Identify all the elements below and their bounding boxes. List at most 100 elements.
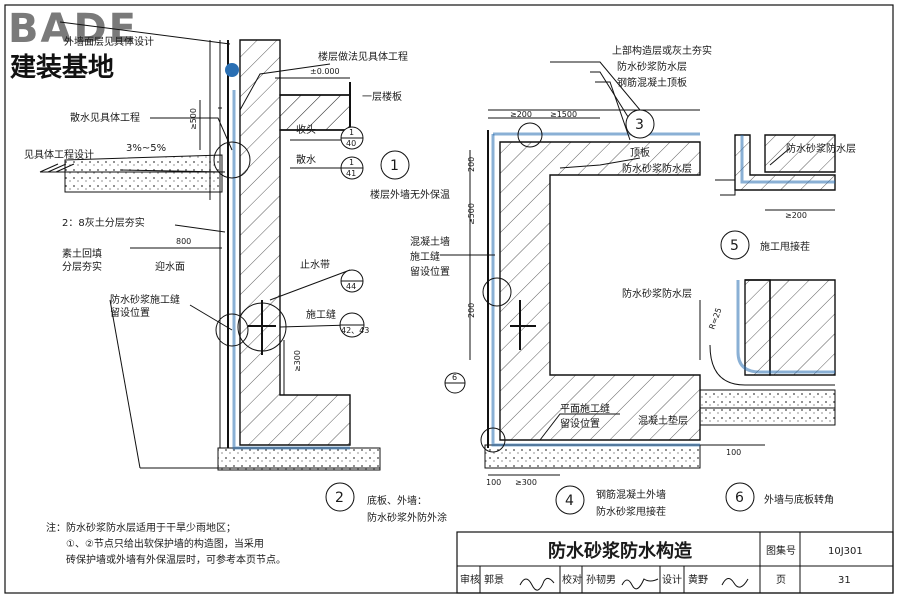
sheet-border: [4, 4, 894, 594]
svg-text:44: 44: [346, 282, 356, 291]
notes: 注：防水砂浆防水层适用于干旱少雨地区； ①、②节点只给出软保护墙的构造图，当采用…: [46, 521, 286, 566]
label-joint-a: 防水砂浆施工缝: [110, 293, 180, 306]
detail-4-caption-2: 防水砂浆甩接茬: [596, 505, 666, 518]
signature-checker: [621, 578, 659, 590]
drawing-title: 防水砂浆防水构造: [548, 540, 692, 562]
designer: 黄野: [688, 573, 708, 586]
atlas-number: 10J301: [828, 546, 863, 557]
label-floor: 楼层做法见具体工程: [318, 50, 408, 63]
detail-2-marker: 2: [325, 482, 355, 512]
checker: 孙韧男: [586, 573, 616, 586]
label-water-face: 迎水面: [155, 261, 185, 273]
detail-1-marker: 1: [380, 150, 410, 180]
note-2: ①、②节点只给出软保护墙的构造图，当采用: [66, 537, 264, 550]
detail-5-caption: 施工甩接茬: [760, 240, 810, 253]
label-d3-wall-1: 混凝土墙: [410, 235, 450, 248]
ref-41: 1 41: [340, 156, 364, 180]
detail-6-marker: 6: [725, 482, 755, 512]
atlas-label: 图集号: [766, 544, 796, 557]
detail-2-caption-1: 底板、外墙：: [367, 494, 427, 507]
dim-d3-v200a: 200: [467, 157, 476, 172]
detail-2-caption-2: 防水砂浆外防外涂: [367, 511, 447, 524]
note-3: 砖保护墙或外墙有外保温层时，可参考本页节点。: [66, 553, 286, 566]
dim-d3-v200b: 200: [467, 303, 476, 318]
dim-d3-100: 100: [486, 478, 501, 487]
svg-text:42、43: 42、43: [341, 326, 369, 335]
detail-6-caption: 外墙与底板转角: [764, 493, 834, 506]
signature-reviewer: [519, 577, 555, 591]
review-label: 审核: [460, 573, 480, 586]
label-d6-layer: 防水砂浆防水层: [622, 287, 692, 300]
label-d3-upper: 上部构造层或灰土夯实: [612, 44, 712, 57]
label-outer-wall: 外墙面层见具体设计: [64, 35, 154, 48]
dim-d5-200: ≥200: [785, 211, 807, 220]
signature-designer: [721, 578, 749, 588]
ref-6: 6: [444, 372, 466, 394]
page-number: 31: [838, 575, 851, 586]
detail-1-caption: 楼层外墙无外保温: [370, 188, 450, 201]
label-d3-pj-2: 留设位置: [560, 417, 600, 430]
label-d3-pj-1: 平面施工缝: [560, 402, 610, 415]
label-see-design: 见具体工程设计: [24, 148, 94, 161]
svg-text:5: 5: [730, 238, 739, 254]
label-d3-wall-3: 留设位置: [410, 265, 450, 278]
label-backfill-1: 素土回填: [62, 247, 102, 260]
svg-text:40: 40: [346, 139, 356, 148]
label-d3-roofslab: 钢筋混凝土顶板: [617, 76, 687, 89]
dim-d3-300: ≥300: [515, 478, 537, 487]
label-apron-ref: 散水见具体工程: [70, 111, 140, 124]
page-label: 页: [776, 574, 786, 586]
svg-text:6: 6: [452, 373, 457, 382]
ref-44: 44: [340, 269, 364, 293]
detail-4-marker: 4: [555, 485, 585, 515]
label-lime-soil: 2：8灰土分层夯实: [62, 216, 145, 229]
svg-text:2: 2: [335, 490, 344, 506]
ref-40: 1 40: [340, 126, 364, 150]
ref-42-43: 42、43: [339, 312, 369, 338]
label-apron: 散水: [296, 153, 316, 166]
svg-text:6: 6: [735, 490, 744, 506]
detail-6: 防水砂浆防水层 R=25 混凝土垫层 100 6 外墙与底板转角: [622, 279, 836, 512]
label-d6-cushion: 混凝土垫层: [638, 414, 688, 427]
label-elevation: ±0.000: [310, 67, 340, 76]
reviewer: 郭景: [484, 573, 504, 586]
detail-3-marker: 3: [625, 109, 655, 139]
design-label: 设计: [662, 573, 682, 586]
label-d3-wall-2: 施工缝: [410, 250, 440, 263]
label-backfill-2: 分层夯实: [62, 260, 102, 273]
dim-d6-100: 100: [726, 448, 741, 457]
svg-text:1: 1: [349, 128, 354, 137]
dim-d3-1500: ≥1500: [550, 110, 577, 119]
label-d3-roof: 顶板: [630, 146, 650, 159]
svg-text:1: 1: [390, 158, 399, 174]
label-cjoint: 施工缝: [306, 308, 336, 321]
label-d5-layer: 防水砂浆防水层: [786, 142, 856, 155]
detail-4-caption-1: 钢筋混凝土外墙: [596, 488, 666, 501]
label-joint-b: 留设位置: [110, 306, 150, 319]
dim-d3-v500: ≥500: [467, 203, 476, 225]
svg-text:41: 41: [346, 169, 356, 178]
detail-5: 防水砂浆防水层 ≥200 5 施工甩接茬: [715, 134, 856, 260]
label-floor-slab: 一层楼板: [362, 90, 402, 103]
detail-3-4: 上部构造层或灰土夯实 防水砂浆防水层 钢筋混凝土顶板 ≥200 ≥1500 顶板…: [410, 44, 712, 518]
label-waterstop: 止水带: [300, 259, 330, 271]
dim-500: ≥500: [189, 108, 198, 130]
label-edge: 收头: [296, 123, 316, 136]
svg-text:1: 1: [349, 158, 354, 167]
label-d6-radius: R=25: [707, 307, 723, 331]
svg-text:4: 4: [565, 493, 574, 509]
dim-d3-200: ≥200: [510, 110, 532, 119]
label-d3-layer: 防水砂浆防水层: [617, 60, 687, 73]
detail-5-marker: 5: [720, 230, 750, 260]
svg-text:3: 3: [635, 117, 644, 133]
label-slope: 3%~5%: [126, 143, 166, 154]
check-label: 校对: [562, 573, 582, 586]
detail-1-2: 外墙面层见具体设计 楼层做法见具体工程 ±0.000 一层楼板 散水见具体工程 …: [24, 21, 450, 524]
note-1: 注：防水砂浆防水层适用于干旱少雨地区；: [46, 521, 236, 534]
dim-800: 800: [176, 237, 191, 246]
title-block: 防水砂浆防水构造 图集号 10J301 审核 郭景 校对 孙韧男 设计 黄野 页…: [456, 531, 894, 594]
label-d3-layer-2: 防水砂浆防水层: [622, 162, 692, 175]
dim-300: ≥300: [293, 350, 302, 372]
logo-subtitle: 建装基地: [10, 53, 114, 83]
